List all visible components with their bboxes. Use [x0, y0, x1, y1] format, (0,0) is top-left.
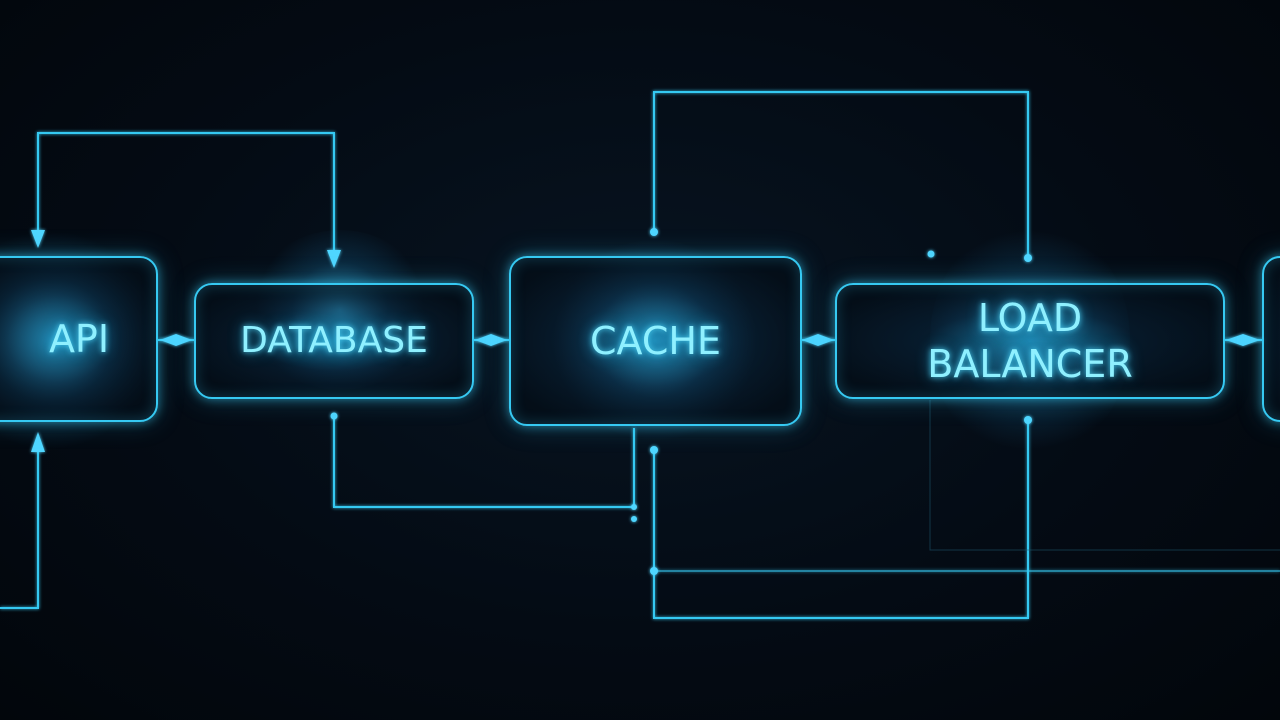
api-feed-line	[0, 440, 39, 609]
node-label: LOAD BALANCER	[927, 296, 1133, 386]
node-database: DATABASE	[194, 283, 474, 399]
junction-dot	[1024, 416, 1032, 424]
junction-dot	[330, 412, 338, 420]
junction-dot	[650, 228, 658, 236]
diamond-connector	[1226, 334, 1260, 346]
junction-dot	[1024, 254, 1032, 262]
junction-dot	[631, 504, 637, 510]
diamond-connector	[802, 334, 834, 346]
cache-lb-loop-line	[653, 91, 1029, 258]
cache-lb-under-line	[653, 420, 1029, 619]
node-label: DATABASE	[240, 320, 428, 361]
node-api: API	[0, 256, 158, 422]
database-cache-under-line	[333, 416, 635, 508]
junction-dot	[927, 250, 935, 258]
diamond-connector	[160, 334, 192, 346]
node-next	[1262, 256, 1280, 422]
node-load-balancer: LOAD BALANCER	[835, 283, 1225, 399]
junction-dot	[631, 516, 637, 522]
diamond-connector	[475, 334, 507, 346]
node-label: CACHE	[590, 319, 721, 363]
faint-grid-line	[929, 400, 1280, 551]
arrow-down-api	[31, 230, 45, 248]
junction-dot	[650, 567, 658, 575]
node-cache: CACHE	[509, 256, 802, 426]
node-label: API	[48, 317, 110, 361]
arrow-up-api	[31, 432, 45, 452]
api-database-loop-line	[37, 132, 335, 252]
junction-dot	[650, 446, 658, 454]
arrow-down-database	[327, 250, 341, 268]
